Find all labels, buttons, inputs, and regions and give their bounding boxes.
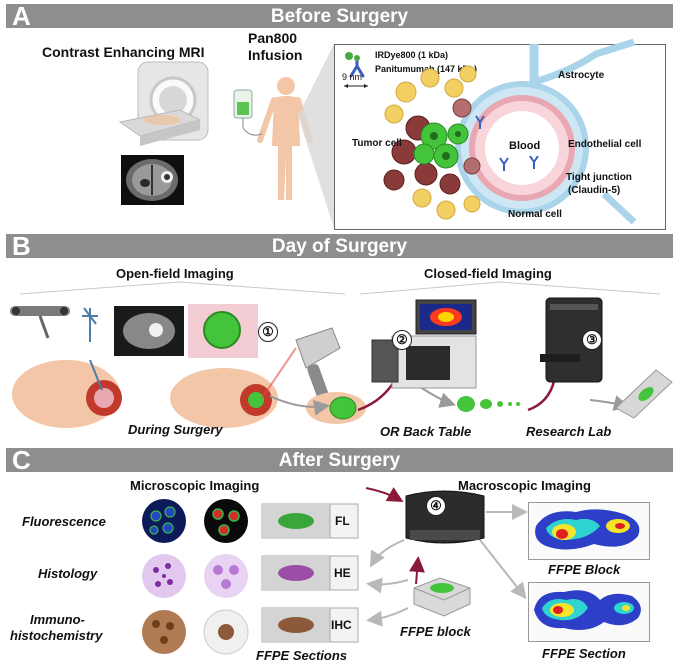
infusion-label-line1: Pan800 bbox=[248, 30, 298, 46]
or-back-table-label: OR Back Table bbox=[380, 424, 472, 439]
closed-field-label: Closed-field Imaging bbox=[424, 266, 552, 281]
ffpe-block-heatmap bbox=[535, 509, 640, 550]
antibody-dye-legend-icons bbox=[344, 52, 368, 88]
immuno-label-line2: histochemistry bbox=[10, 628, 103, 643]
ffpe-block-illustration bbox=[413, 577, 471, 617]
during-surgery-label: During Surgery bbox=[128, 422, 223, 437]
ffpe-block-device-label: FFPE block bbox=[400, 624, 471, 639]
step-3-marker: ③ bbox=[582, 330, 602, 350]
infusion-label-line2: Infusion bbox=[248, 47, 303, 63]
microscopic-imaging-label: Microscopic Imaging bbox=[130, 478, 260, 493]
legend-dye: IRDye800 (1 kDa) bbox=[375, 50, 449, 60]
ffpe-slides bbox=[261, 503, 359, 643]
section-a-letter: A bbox=[12, 1, 31, 31]
slide-tag-he: HE bbox=[334, 566, 351, 580]
step-2-marker: ② bbox=[392, 330, 412, 350]
slide-tag-ihc: IHC bbox=[331, 618, 352, 632]
endothelial-cell-label: Endothelial cell bbox=[568, 139, 642, 150]
section-b-banner: B Day of Surgery bbox=[6, 231, 673, 261]
tumor-cell-label: Tumor cell bbox=[352, 138, 402, 149]
fluorescence-label: Fluorescence bbox=[22, 514, 106, 529]
histology-label: Histology bbox=[38, 566, 98, 581]
slide-tag-fl: FL bbox=[335, 514, 350, 528]
section-c-letter: C bbox=[12, 445, 31, 475]
blood-brain-barrier-illustration bbox=[383, 38, 637, 225]
normal-cell-label: Normal cell bbox=[508, 209, 562, 220]
research-lab-label: Research Lab bbox=[526, 424, 612, 439]
claudin-label: (Claudin-5) bbox=[568, 185, 621, 196]
ffpe-section-image-label: FFPE Section bbox=[542, 646, 626, 661]
closed-field-imager-lab bbox=[540, 297, 603, 383]
step-1-marker: ① bbox=[258, 322, 278, 342]
mri-brain-scan bbox=[121, 155, 184, 205]
section-b-title: Day of Surgery bbox=[271, 236, 408, 257]
mri-scanner-illustration bbox=[118, 61, 209, 146]
legend-antibody: Panitumumab (147 kDa) bbox=[375, 64, 478, 74]
astrocyte-label: Astrocyte bbox=[558, 70, 605, 81]
specimen-cassette-tray bbox=[615, 369, 673, 419]
microscopy-images bbox=[142, 499, 249, 655]
section-c-banner: C After Surgery bbox=[6, 445, 673, 475]
mri-label: Contrast Enhancing MRI bbox=[42, 44, 205, 60]
legend-scale: 9 nm bbox=[342, 72, 363, 82]
ffpe-block-image-label: FFPE Block bbox=[548, 562, 621, 577]
open-field-label: Open-field Imaging bbox=[116, 266, 234, 281]
macroscopic-imager bbox=[405, 490, 485, 544]
section-a-title: Before Surgery bbox=[270, 6, 409, 27]
section-c-title: After Surgery bbox=[278, 450, 401, 471]
ffpe-section-heatmap bbox=[534, 590, 641, 630]
ffpe-sections-label: FFPE Sections bbox=[256, 648, 348, 663]
step-4-marker: ④ bbox=[426, 496, 446, 516]
blood-label: Blood bbox=[509, 140, 541, 152]
macroscopic-imaging-label: Macroscopic Imaging bbox=[458, 478, 591, 493]
section-a-banner: A Before Surgery bbox=[6, 1, 673, 31]
tight-junction-label: Tight junction bbox=[566, 172, 632, 183]
immuno-label-line1: Immuno- bbox=[30, 612, 85, 627]
section-b-letter: B bbox=[12, 231, 31, 261]
